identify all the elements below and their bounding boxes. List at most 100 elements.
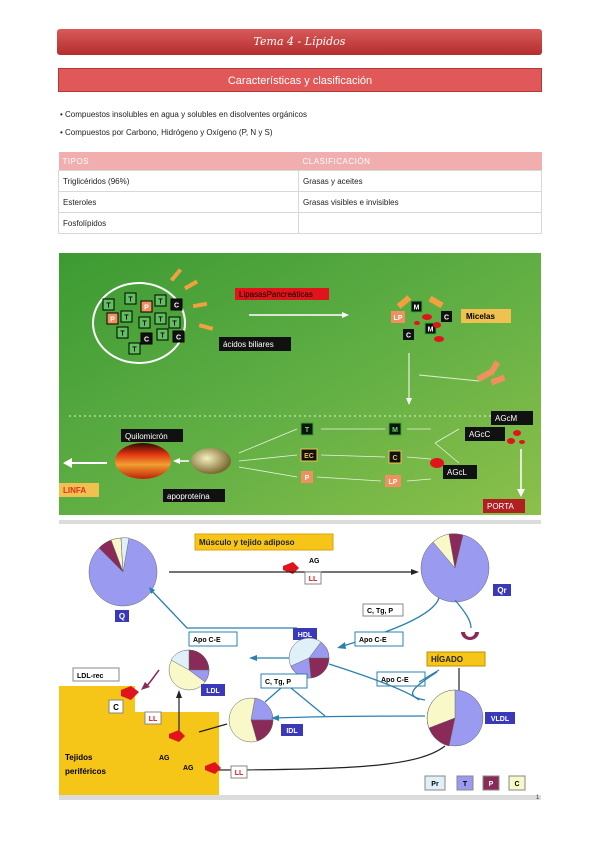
c-label: C xyxy=(113,703,119,712)
apoce-label-left: Apo C-E xyxy=(193,637,221,644)
pie-idl xyxy=(228,697,274,743)
table-cell: Grasas visibles e invisibles xyxy=(298,191,542,213)
scattered-fragments xyxy=(476,360,506,386)
table-cell: Fosfolípidos xyxy=(58,212,299,234)
intestinal-cell-boxes: T EC P M C LP xyxy=(300,422,402,487)
hdl-label: HDL xyxy=(298,632,313,639)
svg-text:C: C xyxy=(406,333,411,340)
svg-text:T: T xyxy=(158,299,163,306)
lipasas-label-bg xyxy=(235,288,329,300)
svg-text:C: C xyxy=(176,335,181,342)
svg-text:M: M xyxy=(392,427,398,434)
agcl-label-bg xyxy=(443,465,477,479)
table-row: Esteroles Grasas visibles e invisibles xyxy=(58,191,542,213)
musculo-label: Músculo y tejido adiposo xyxy=(199,538,295,547)
svg-text:T: T xyxy=(158,317,163,324)
receptor-icon xyxy=(283,562,299,574)
svg-text:T: T xyxy=(160,333,165,340)
tejidos-receptor-icon xyxy=(205,762,221,774)
acidos-label: ácidos biliares xyxy=(223,340,274,349)
linfa-label: LINFA xyxy=(63,486,86,495)
bullet-list: • Compuestos insolubles en agua y solubl… xyxy=(60,106,540,142)
svg-text:M: M xyxy=(414,305,420,312)
lipasas-label: LipasasPancreáticas xyxy=(239,290,313,299)
fat-droplet-contents: T T P T C P T T T T T C T C T xyxy=(102,292,185,355)
section-title: Características y clasificación xyxy=(58,68,542,92)
svg-text:T: T xyxy=(106,303,111,310)
bile-acid-rays xyxy=(169,268,214,331)
micelas-label-bg xyxy=(461,309,511,323)
table-cell: Grasas y aceites xyxy=(298,170,542,192)
apoproteina-label: apoproteína xyxy=(167,492,210,501)
svg-text:T: T xyxy=(172,321,177,328)
pie-q xyxy=(88,537,158,607)
pie-vldl xyxy=(426,689,484,747)
liver-receptor-icon xyxy=(461,632,479,640)
ag-label-mid: AG xyxy=(159,755,170,762)
table-row: Triglicéridos (96%) Grasas y aceites xyxy=(58,170,542,192)
svg-text:C: C xyxy=(444,315,449,322)
fat-droplet-oval xyxy=(92,282,186,364)
bullet-item: • Compuestos insolubles en agua y solubl… xyxy=(60,110,307,119)
vldl-label: VLDL xyxy=(491,716,510,723)
svg-text:P: P xyxy=(144,305,149,312)
svg-text:T: T xyxy=(124,315,129,322)
ldl-receptor-icon xyxy=(121,686,139,700)
tejidos-label-1: Tejidos xyxy=(65,753,93,762)
agcm-label-bg xyxy=(491,411,533,425)
bullet-item: • Compuestos por Carbono, Hidrógeno y Ox… xyxy=(60,128,273,137)
micelas-label: Micelas xyxy=(466,312,495,321)
lipoprotein-metabolism-diagram: Q Qr Músculo y tejido adiposo AG LL C, T… xyxy=(59,520,541,800)
svg-text:T: T xyxy=(305,427,310,434)
svg-text:P: P xyxy=(489,781,494,788)
table-cell: Triglicéridos (96%) xyxy=(58,170,299,192)
qr-label: Qr xyxy=(497,586,506,595)
ldl-label: LDL xyxy=(206,688,220,695)
pie-qr xyxy=(420,533,490,603)
table-header-clasificacion: CLASIFICACIÓN xyxy=(298,152,542,171)
table-row: Fosfolípidos xyxy=(58,212,542,234)
idl-label: IDL xyxy=(286,728,298,735)
svg-text:C: C xyxy=(174,303,179,310)
quilomicron-particle xyxy=(115,443,171,479)
svg-text:T: T xyxy=(120,331,125,338)
svg-text:C: C xyxy=(514,781,519,788)
linfa-label-bg xyxy=(59,483,99,497)
ag-label-top: AG xyxy=(309,558,320,565)
arrow-apo-ce-left xyxy=(150,589,297,629)
svg-text:M: M xyxy=(428,327,434,334)
lipid-types-table: TIPOS CLASIFICACIÓN Triglicéridos (96%) … xyxy=(58,152,542,234)
apoce-label-vldl: Apo C-E xyxy=(381,677,409,684)
table-header-tipos: TIPOS xyxy=(58,152,299,171)
svg-text:EC: EC xyxy=(304,453,314,460)
micelas-cluster: LP M C M C xyxy=(391,295,452,342)
apoce-label-right: Apo C-E xyxy=(359,637,387,644)
acidos-label-bg xyxy=(219,337,291,351)
ll-label-top: LL xyxy=(309,576,318,583)
apoproteina-label-bg xyxy=(163,489,225,502)
pie-hdl xyxy=(288,637,330,679)
ldl-rec-label: LDL-rec xyxy=(77,673,104,680)
ll-label-bottom: LL xyxy=(235,770,244,777)
quilomicron-label-bg xyxy=(121,429,183,442)
pie-ldl xyxy=(168,649,210,691)
svg-text:P: P xyxy=(305,475,310,482)
svg-text:Pr: Pr xyxy=(431,781,439,788)
svg-text:T: T xyxy=(463,781,468,788)
q-label: Q xyxy=(119,612,125,621)
legend: Pr T P C xyxy=(424,775,526,791)
tejidos-label-2: periféricos xyxy=(65,767,106,776)
table-cell xyxy=(298,212,542,234)
agcl-label: AGcL xyxy=(447,468,468,477)
ctgp-label-top: C, Tg, P xyxy=(367,608,393,615)
svg-text:P: P xyxy=(110,317,115,324)
agcm-label: AGcM xyxy=(495,414,518,423)
quilomicron-label: Quilomicrón xyxy=(125,432,168,441)
agcc-label-bg xyxy=(465,427,505,441)
svg-text:C: C xyxy=(144,337,149,344)
table-header-row: TIPOS CLASIFICACIÓN xyxy=(58,152,542,171)
ag-label-bottom: AG xyxy=(183,765,194,772)
idl-receptor-icon xyxy=(169,730,185,742)
agcc-label: AGcC xyxy=(469,430,491,439)
svg-text:LP: LP xyxy=(394,315,403,322)
